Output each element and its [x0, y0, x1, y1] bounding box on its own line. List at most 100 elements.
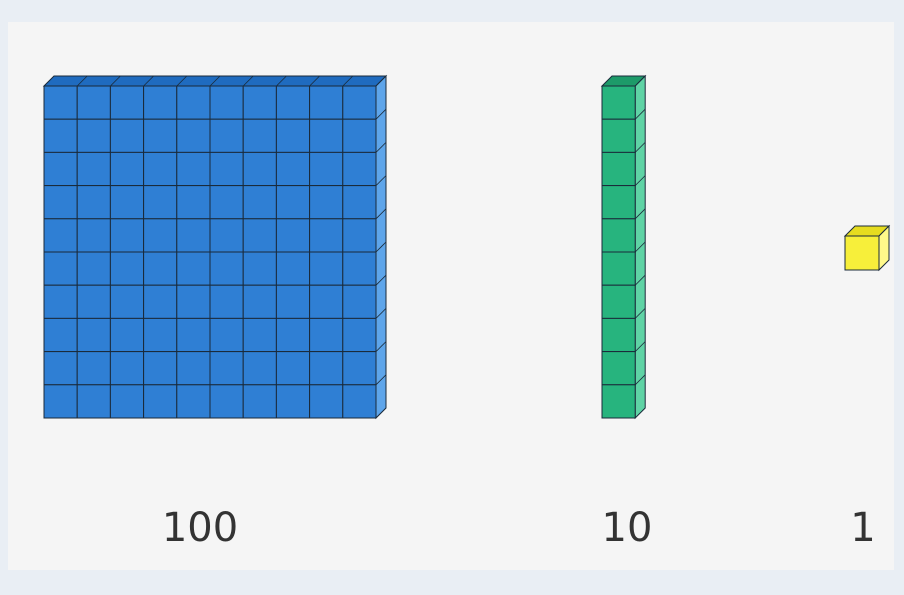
unit-cell — [43, 317, 78, 353]
unit-cell — [43, 284, 78, 319]
unit-cell — [143, 151, 178, 187]
side-divider — [375, 374, 387, 386]
unit-cell — [76, 351, 111, 386]
side-divider — [634, 142, 646, 153]
unit-cell — [844, 235, 880, 271]
unit-cell — [601, 151, 636, 187]
side-divider — [634, 108, 646, 120]
unit-cell — [275, 251, 311, 286]
top-divider — [276, 75, 287, 87]
ten-rod — [600, 74, 647, 420]
unit-cell — [43, 85, 78, 120]
top-divider — [143, 75, 154, 87]
unit-cell — [601, 185, 636, 220]
unit-cell — [342, 118, 377, 153]
unit-cell — [76, 317, 111, 353]
unit-cell — [309, 251, 344, 286]
label-one: 1 — [850, 505, 876, 551]
top-divider — [342, 75, 354, 87]
unit-cell — [109, 284, 145, 319]
top-divider — [110, 75, 121, 87]
side-divider — [375, 108, 387, 120]
unit-cell — [342, 218, 377, 253]
unit-cell — [43, 118, 78, 153]
unit-cell — [143, 185, 178, 220]
side-divider — [634, 308, 646, 319]
unit-cell — [309, 284, 344, 319]
top-divider — [176, 75, 188, 87]
unit-cell — [43, 351, 78, 386]
hundred-flat — [42, 74, 388, 420]
unit-cell — [76, 185, 111, 220]
label-ten: 10 — [601, 505, 653, 551]
unit-cell — [601, 284, 636, 319]
top-divider — [242, 75, 254, 87]
unit-cell — [275, 185, 311, 220]
unit-cell — [143, 351, 178, 386]
unit-cell — [143, 284, 178, 319]
unit-cell — [601, 351, 636, 386]
unit-cell — [309, 317, 344, 353]
side-divider — [375, 142, 387, 153]
unit-cell — [342, 185, 377, 220]
unit-cell — [275, 151, 311, 187]
unit-cell — [209, 85, 244, 120]
unit-cell — [209, 251, 244, 286]
unit-cell — [242, 218, 277, 253]
unit-cell — [242, 151, 277, 187]
unit-cell — [275, 284, 311, 319]
unit-cell — [601, 118, 636, 153]
unit-cell — [43, 384, 78, 419]
unit-cell — [342, 351, 377, 386]
unit-cell — [309, 351, 344, 386]
unit-cell — [143, 384, 178, 419]
unit-cell — [109, 118, 145, 153]
unit-cell — [601, 251, 636, 286]
unit-cell — [209, 317, 244, 353]
unit-cell — [275, 218, 311, 253]
unit-cell — [176, 85, 211, 120]
side-divider — [375, 175, 387, 186]
unit-cell — [43, 185, 78, 220]
unit-cell — [209, 351, 244, 386]
top-divider — [209, 75, 221, 87]
unit-cell — [242, 317, 277, 353]
side-divider — [375, 274, 387, 286]
unit-cell — [109, 384, 145, 419]
unit-cell — [76, 251, 111, 286]
unit-cell — [209, 151, 244, 187]
label-hundred: 100 — [161, 505, 239, 551]
unit-cell — [176, 284, 211, 319]
unit-cell — [601, 218, 636, 253]
unit-cell — [601, 85, 636, 120]
unit-cell — [601, 317, 636, 353]
unit-cell — [143, 251, 178, 286]
side-divider — [634, 341, 646, 352]
unit-cell — [76, 218, 111, 253]
unit-cell — [309, 85, 344, 120]
unit-cell — [209, 284, 244, 319]
unit-cell — [143, 317, 178, 353]
unit-cell — [109, 85, 145, 120]
top-divider — [76, 75, 88, 87]
side-divider — [375, 208, 387, 220]
unit-cell — [143, 85, 178, 120]
unit-cell — [43, 218, 78, 253]
unit-cell — [309, 185, 344, 220]
side-divider — [375, 241, 387, 253]
unit-cell — [76, 384, 111, 419]
unit-cell — [342, 284, 377, 319]
side-divider — [634, 374, 646, 386]
unit-cell — [275, 118, 311, 153]
unit-cell — [109, 218, 145, 253]
unit-cell — [176, 317, 211, 353]
unit-cell — [309, 151, 344, 187]
unit-cell — [76, 85, 111, 120]
unit-cell — [242, 118, 277, 153]
unit-cell — [242, 384, 277, 419]
unit-cell — [176, 251, 211, 286]
unit-cell — [76, 284, 111, 319]
unit-cell — [342, 151, 377, 187]
top-divider — [309, 75, 320, 87]
